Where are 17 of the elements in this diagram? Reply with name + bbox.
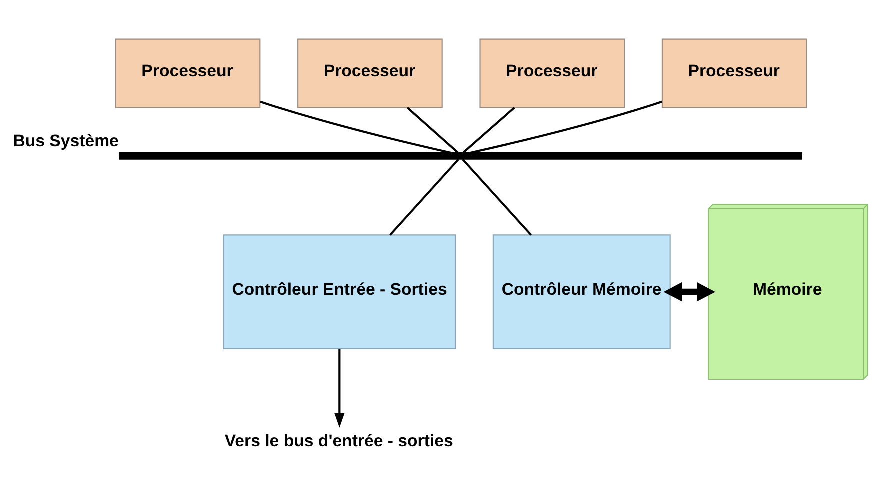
- node-box: Contrôleur Mémoire: [492, 234, 670, 350]
- connector: [462, 158, 532, 236]
- connector: [388, 158, 459, 236]
- node-box: Processeur: [297, 38, 442, 108]
- node-label: Bus Système: [12, 132, 118, 151]
- connector: [406, 107, 458, 154]
- connector: [462, 107, 515, 154]
- node-box: Processeur: [479, 38, 625, 108]
- connector: [260, 100, 451, 154]
- node-box: Processeur: [661, 38, 807, 108]
- node-box: Processeur: [114, 38, 260, 108]
- node-box: Contrôleur Entrée - Sorties: [222, 234, 456, 350]
- arrow: [334, 349, 344, 428]
- node-bar: [118, 152, 802, 160]
- connector: [470, 100, 662, 154]
- node-text: Vers le bus d'entrée - sorties: [224, 432, 453, 451]
- arrow: [663, 282, 716, 302]
